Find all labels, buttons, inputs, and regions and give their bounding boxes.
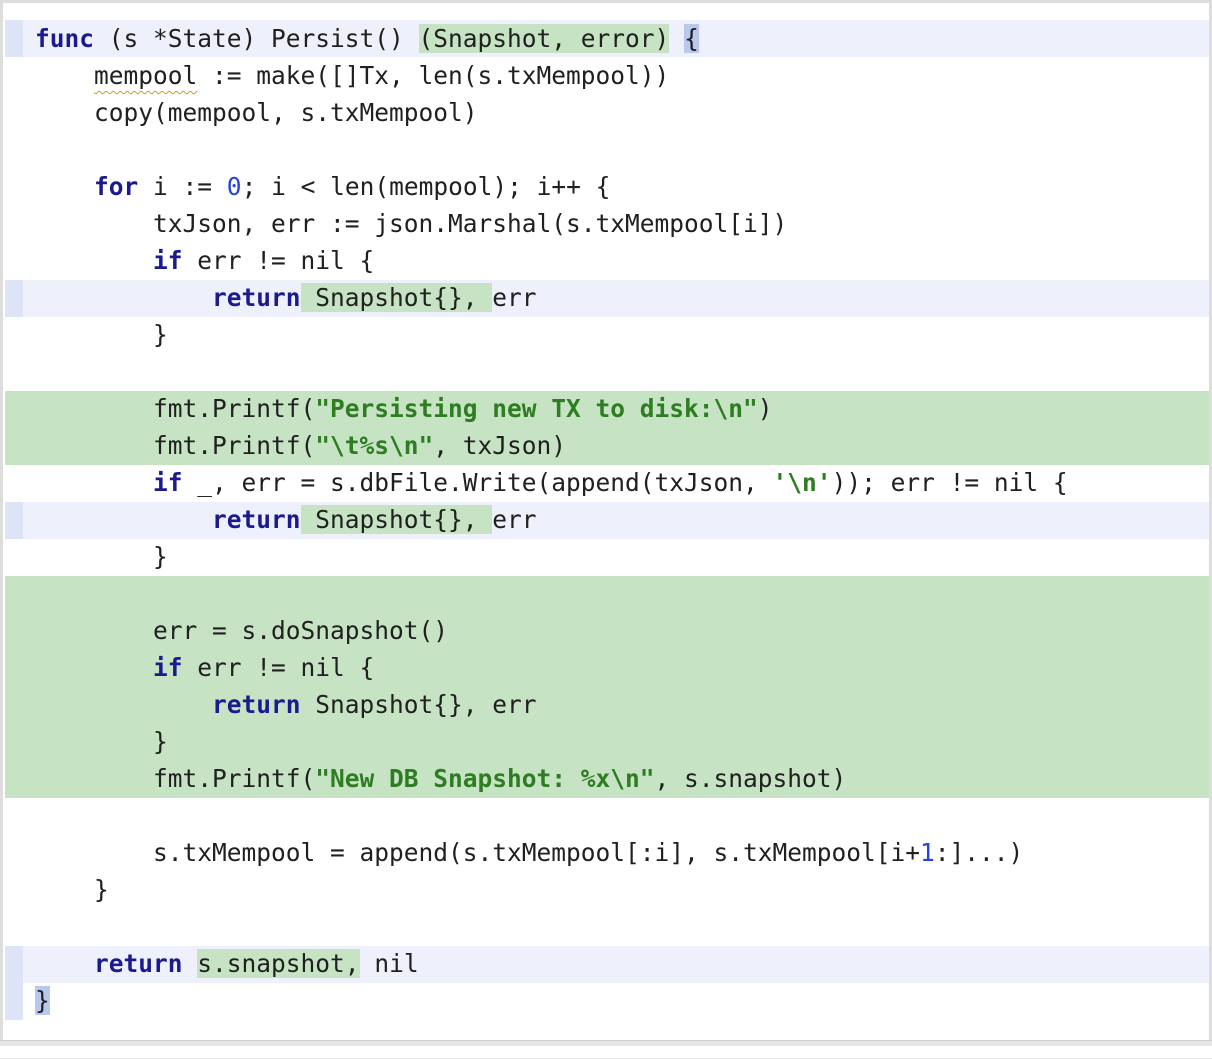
gutter-marker bbox=[5, 946, 23, 983]
code-text bbox=[35, 653, 153, 682]
code-text: fmt.Printf( bbox=[35, 431, 316, 460]
code-text: ; i < len(mempool); i++ { bbox=[241, 172, 611, 201]
keyword-return: return bbox=[94, 949, 183, 978]
code-line-8: return Snapshot{}, err bbox=[35, 279, 537, 316]
line-highlight-return-1 bbox=[5, 280, 1209, 317]
code-text: nil bbox=[359, 949, 419, 978]
code-line-18: if err != nil { bbox=[35, 649, 374, 686]
code-line-27: } bbox=[35, 982, 50, 1019]
code-text bbox=[183, 949, 198, 978]
code-text: , txJson) bbox=[433, 431, 567, 460]
code-text: Snapshot{}, err bbox=[300, 690, 537, 719]
code-line-26: return s.snapshot, nil bbox=[35, 945, 419, 982]
string-literal: "Persisting new TX to disk:\n" bbox=[315, 394, 758, 423]
changed-text-highlight: s.snapshot, bbox=[197, 949, 360, 978]
keyword-return: return bbox=[212, 690, 301, 719]
code-text: err bbox=[492, 283, 537, 312]
code-text: } bbox=[35, 542, 168, 571]
code-line-20: } bbox=[35, 723, 168, 760]
code-text: fmt.Printf( bbox=[35, 764, 316, 793]
line-highlight-return-2 bbox=[5, 502, 1209, 539]
code-line-6: txJson, err := json.Marshal(s.txMempool[… bbox=[35, 205, 787, 242]
code-text: i := bbox=[138, 172, 227, 201]
code-text bbox=[35, 949, 94, 978]
code-text: } bbox=[35, 320, 168, 349]
keyword-if: if bbox=[153, 468, 183, 497]
code-line-21: fmt.Printf("New DB Snapshot: %x\n", s.sn… bbox=[35, 760, 846, 797]
keyword-if: if bbox=[153, 246, 183, 275]
code-text: err != nil { bbox=[182, 246, 375, 275]
changed-text-highlight: Snapshot{}, bbox=[300, 283, 493, 312]
code-text bbox=[669, 24, 684, 53]
keyword-if: if bbox=[153, 653, 183, 682]
code-line-12: fmt.Printf("\t%s\n", txJson) bbox=[35, 427, 566, 464]
matching-brace-close: } bbox=[35, 986, 50, 1015]
code-line-24: } bbox=[35, 871, 109, 908]
keyword-for: for bbox=[94, 172, 139, 201]
string-literal: "New DB Snapshot: %x\n" bbox=[315, 764, 655, 793]
code-text: s.txMempool = append(s.txMempool[:i], s.… bbox=[35, 838, 921, 867]
window-right-border bbox=[1209, 0, 1212, 1046]
rune-literal: '\n' bbox=[772, 468, 832, 497]
gutter-marker bbox=[5, 280, 23, 317]
gutter-marker bbox=[5, 502, 23, 539]
code-text: txJson, err := json.Marshal(s.txMempool[… bbox=[35, 209, 788, 238]
diff-block-snapshot bbox=[5, 576, 1209, 798]
number-literal: 0 bbox=[226, 172, 242, 201]
code-text: _, err = s.dbFile.Write(append(txJson, bbox=[182, 468, 773, 497]
code-text: (s *State) Persist() bbox=[94, 24, 419, 53]
code-line-2: mempool := make([]Tx, len(s.txMempool)) bbox=[35, 57, 669, 94]
code-line-14: return Snapshot{}, err bbox=[35, 501, 537, 538]
code-text: )); err != nil { bbox=[831, 468, 1068, 497]
window-top-border bbox=[0, 0, 1212, 3]
code-text bbox=[35, 61, 94, 90]
code-text: err = s.doSnapshot() bbox=[35, 616, 449, 645]
changed-text-highlight: Snapshot{}, bbox=[300, 505, 493, 534]
code-line-15: } bbox=[35, 538, 168, 575]
gutter-marker bbox=[5, 20, 23, 57]
code-text: := make([]Tx, len(s.txMempool)) bbox=[197, 61, 670, 90]
code-text: ) bbox=[757, 394, 773, 423]
code-text: fmt.Printf( bbox=[35, 394, 316, 423]
warning-underline-mempool: mempool bbox=[94, 61, 198, 90]
window-left-border bbox=[0, 0, 3, 1046]
code-text bbox=[35, 246, 153, 275]
code-text: copy(mempool, s.txMempool) bbox=[35, 98, 478, 127]
code-line-5: for i := 0; i < len(mempool); i++ { bbox=[35, 168, 610, 205]
code-line-19: return Snapshot{}, err bbox=[35, 686, 537, 723]
code-text bbox=[35, 172, 94, 201]
code-line-17: err = s.doSnapshot() bbox=[35, 612, 448, 649]
number-literal: 1 bbox=[920, 838, 935, 867]
code-line-3: copy(mempool, s.txMempool) bbox=[35, 94, 478, 131]
matching-brace-open: { bbox=[684, 24, 699, 53]
code-text: , s.snapshot) bbox=[654, 764, 847, 793]
code-line-11: fmt.Printf("Persisting new TX to disk:\n… bbox=[35, 390, 773, 427]
keyword-return: return bbox=[212, 505, 301, 534]
code-line-7: if err != nil { bbox=[35, 242, 374, 279]
code-text bbox=[35, 505, 212, 534]
keyword-func: func bbox=[35, 24, 95, 53]
code-line-1: func (s *State) Persist() (Snapshot, err… bbox=[35, 20, 699, 57]
code-text bbox=[35, 690, 212, 719]
keyword-return: return bbox=[212, 283, 301, 312]
code-line-9: } bbox=[35, 316, 168, 353]
string-literal: "\t%s\n" bbox=[315, 431, 434, 460]
code-line-13: if _, err = s.dbFile.Write(append(txJson… bbox=[35, 464, 1068, 501]
code-text: :]...) bbox=[934, 838, 1024, 867]
code-editor[interactable]: func (s *State) Persist() (Snapshot, err… bbox=[0, 20, 1212, 1020]
return-type-highlight: (Snapshot, error) bbox=[418, 24, 670, 53]
code-text bbox=[35, 283, 212, 312]
code-line-23: s.txMempool = append(s.txMempool[:i], s.… bbox=[35, 834, 1023, 871]
code-text: } bbox=[35, 727, 168, 756]
code-text bbox=[35, 468, 153, 497]
gutter-marker bbox=[5, 983, 23, 1020]
code-text: err != nil { bbox=[182, 653, 375, 682]
window-bottom-edge bbox=[0, 1046, 1212, 1058]
diff-block-printf bbox=[5, 391, 1209, 465]
code-text: err bbox=[492, 505, 537, 534]
code-text: } bbox=[35, 875, 109, 904]
